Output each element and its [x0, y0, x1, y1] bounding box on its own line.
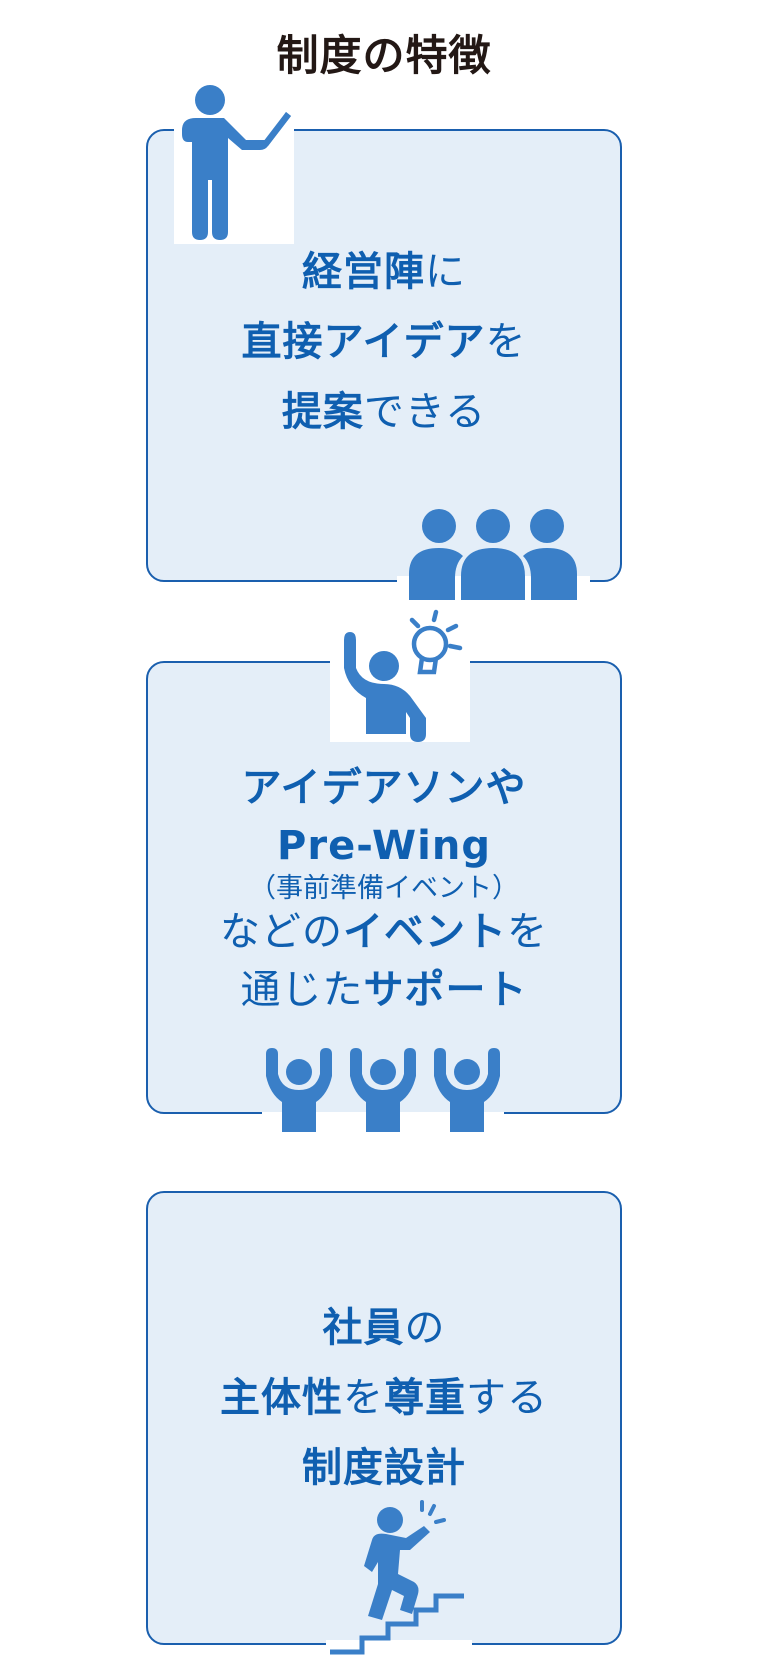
text-span: Pre-Wing — [277, 823, 491, 869]
feature-line: アイデアソンや — [148, 759, 620, 817]
text-span: に — [425, 249, 466, 295]
feature-line: Pre-Wing — [148, 817, 620, 875]
text-span: できる — [363, 389, 487, 435]
feature-text: アイデアソンや Pre-Wing （事前準備イベント） などのイベントを 通じた… — [148, 759, 620, 1019]
feature-line: （事前準備イベント） — [148, 875, 620, 903]
audience-icon — [397, 504, 590, 600]
text-span: イベント — [343, 909, 507, 955]
feature-line: 提案できる — [148, 377, 620, 447]
feature-text: 社員の 主体性を尊重する 制度設計 — [148, 1293, 620, 1503]
feature-line: 通じたサポート — [148, 961, 620, 1019]
text-span: 主体性 — [220, 1375, 343, 1421]
text-span: アイデアソンや — [241, 765, 527, 811]
text-span: の — [404, 1305, 446, 1351]
feature-line: 社員の — [148, 1293, 620, 1363]
feature-text: 経営陣に 直接アイデアを 提案できる — [148, 237, 620, 447]
climbing-stairs-icon — [326, 1500, 472, 1656]
text-span: などの — [220, 909, 343, 955]
feature-line: 直接アイデアを — [148, 307, 620, 377]
text-span: を — [343, 1375, 384, 1421]
text-span: （事前準備イベント） — [249, 873, 519, 904]
text-span: 直接アイデア — [241, 319, 486, 365]
feature-line: 主体性を尊重する — [148, 1363, 620, 1433]
feature-line: 制度設計 — [148, 1433, 620, 1503]
text-span: 通じた — [240, 967, 364, 1013]
text-span: 社員 — [322, 1305, 405, 1351]
feature-line: などのイベントを — [148, 903, 620, 961]
text-span: を — [507, 909, 548, 955]
presenter-icon — [174, 84, 294, 244]
feature-card-direct-proposal: 経営陣に 直接アイデアを 提案できる — [146, 129, 622, 582]
page-title: 制度の特徴 — [276, 31, 492, 80]
text-span: 経営陣 — [302, 249, 425, 295]
feature-line: 経営陣に — [148, 237, 620, 307]
text-span: を — [485, 319, 527, 365]
text-span: する — [466, 1375, 548, 1421]
text-span: 提案 — [281, 389, 364, 435]
text-span: サポート — [363, 967, 528, 1013]
text-span: 制度設計 — [302, 1445, 466, 1491]
idea-person-icon — [330, 606, 470, 742]
text-span: 尊重 — [384, 1375, 466, 1421]
cheering-people-icon — [262, 1046, 504, 1132]
